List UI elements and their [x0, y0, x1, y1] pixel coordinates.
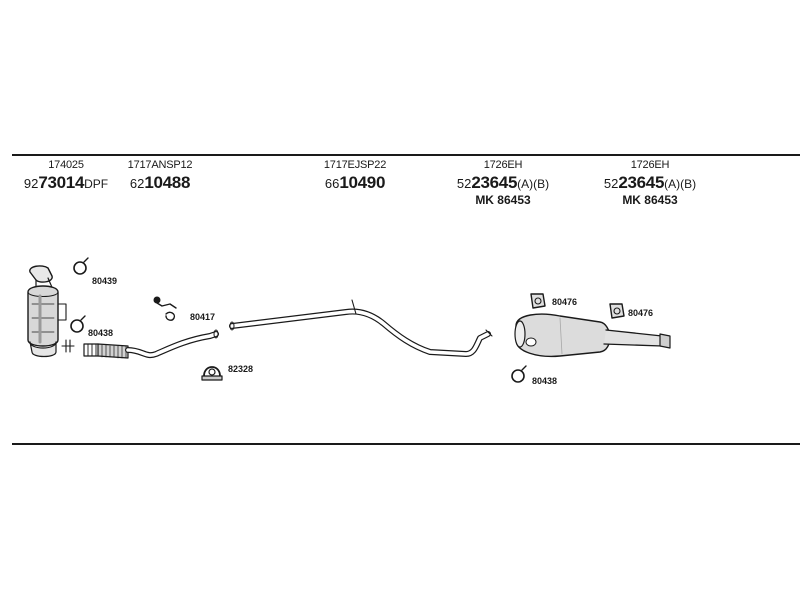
u-clamp-icon — [201, 366, 223, 381]
part-header-front-pipe: 1717ANSP12 6210488 — [118, 160, 202, 192]
part-header-rear-silencer-b: 1726EH 5223645(A)(B) MK 86453 — [590, 159, 710, 207]
part-ref: 1717ANSP12 — [127, 159, 193, 171]
part-header-rear-silencer-a: 1726EH 5223645(A)(B) MK 86453 — [443, 159, 563, 207]
part-ref: 1726EH — [483, 159, 523, 171]
clamp-ring-icon — [70, 315, 86, 333]
alt-part-number: MK 86453 — [622, 193, 678, 207]
alt-part-number: MK 86453 — [475, 193, 531, 207]
part-ref: 1717EJSP22 — [323, 159, 387, 171]
rubber-hanger-icon — [609, 303, 625, 319]
fitting-label: 80417 — [190, 312, 215, 322]
part-number: 6210488 — [129, 173, 191, 192]
part-ref: 1726EH — [630, 159, 670, 171]
fitting-label: 80438 — [532, 376, 557, 386]
part-header-dpf: 174025 9273014DPF — [16, 160, 116, 192]
clamp-ring-icon — [511, 365, 527, 383]
top-rule — [12, 154, 800, 156]
rear-silencer-icon — [514, 313, 671, 358]
part-header-middle-pipe: 1717EJSP22 6610490 — [312, 160, 398, 192]
fitting-label: 80438 — [88, 328, 113, 338]
part-number: 6610490 — [324, 173, 386, 192]
rubber-hanger-icon — [530, 293, 546, 309]
clamp-ring-icon — [73, 257, 89, 275]
middle-pipe-icon — [229, 299, 493, 357]
fitting-label: 80476 — [552, 297, 577, 307]
dpf-catalyst-icon — [27, 265, 75, 358]
front-pipe-icon — [83, 329, 219, 359]
bottom-rule — [12, 443, 800, 445]
part-ref: 174025 — [48, 159, 84, 171]
fitting-label: 80439 — [92, 276, 117, 286]
bracket-icon — [153, 296, 177, 321]
part-number: 9273014DPF — [23, 173, 109, 192]
part-number: 5223645(A)(B) — [456, 173, 550, 192]
fitting-label: 80476 — [628, 308, 653, 318]
fitting-label: 82328 — [228, 364, 253, 374]
part-number: 5223645(A)(B) — [603, 173, 697, 192]
